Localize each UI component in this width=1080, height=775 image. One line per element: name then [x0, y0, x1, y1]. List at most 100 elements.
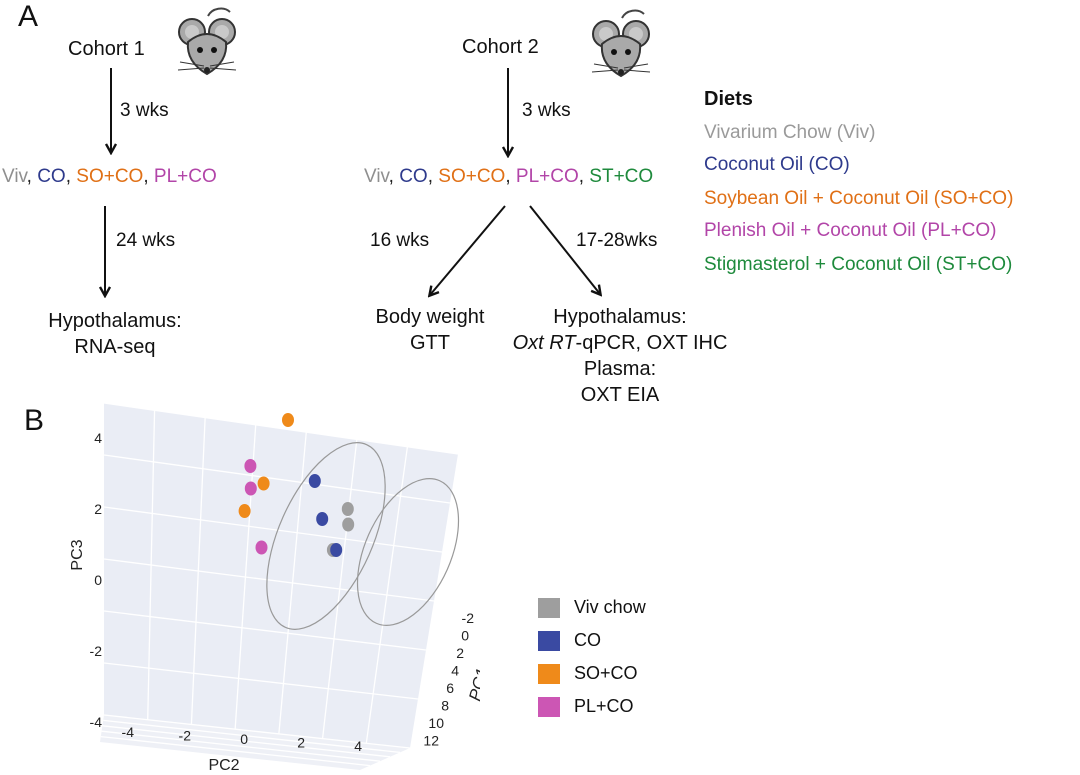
- cohort2-diet-list: Viv, CO, SO+CO, PL+CO, ST+CO: [364, 166, 653, 188]
- cohort2-diet-token: ,: [578, 166, 590, 187]
- cohort1-diet-token: Viv: [2, 166, 27, 187]
- pc1-tick-label: 6: [446, 680, 454, 696]
- cohort2-title: Cohort 2: [462, 36, 539, 58]
- panel-a-letter: A: [18, 0, 39, 33]
- grid-line: [100, 735, 371, 767]
- cohort1-diet-token: ,: [26, 166, 38, 187]
- cohort2-diet-token: ST+CO: [589, 166, 654, 187]
- cohort2-right-outcome-line1: Hypothalamus:: [553, 306, 687, 328]
- cohort1-outcome-line2: RNA-seq: [74, 336, 156, 358]
- cohort1-duration-24wks: 24 wks: [116, 230, 176, 251]
- legend-label: PL+CO: [574, 696, 634, 716]
- pc2-tick-label: 4: [354, 738, 362, 754]
- cohort2-duration-3wks: 3 wks: [522, 100, 571, 121]
- point-so-co: [282, 413, 294, 427]
- point-pl-co: [244, 459, 257, 473]
- pc2-tick-label: -2: [179, 728, 192, 744]
- cohort2-right-outcome-line2: Oxt RT-qPCR, OXT IHC: [500, 332, 740, 355]
- grid-line: [103, 662, 419, 700]
- grid-line: [103, 558, 435, 602]
- pc1-tick-label: 8: [441, 698, 449, 714]
- legend-entry: CO: [538, 630, 601, 651]
- grid-line: [103, 402, 459, 455]
- diet-legend-item: Stigmasterol + Coconut Oil (ST+CO): [704, 254, 1013, 275]
- cohort2-left-outcome-line2: GTT: [410, 332, 450, 354]
- legend-label: SO+CO: [574, 663, 638, 683]
- grid-lines: [100, 402, 459, 767]
- legend-swatch: [538, 663, 560, 684]
- point-pl-co: [255, 540, 268, 555]
- pc3-ticks: 420-2-4: [90, 430, 103, 730]
- pc3-tick-label: -2: [90, 643, 103, 659]
- point-so-co: [238, 504, 251, 518]
- grid-line: [147, 410, 156, 720]
- cohort2-right-outcome-line3: Plasma:: [583, 358, 657, 380]
- point-co: [308, 474, 321, 488]
- pc1-tick-label: 4: [451, 663, 459, 679]
- diet-legend-item: Coconut Oil (CO): [704, 154, 850, 175]
- point-co: [316, 512, 329, 526]
- pc2-tick-label: 0: [240, 731, 248, 747]
- grid-line: [234, 424, 257, 730]
- pc1-tick-label: 2: [456, 645, 464, 661]
- pc1-tick-label: 12: [423, 733, 439, 749]
- oxt-rt-italic: Oxt RT: [512, 332, 576, 354]
- cohort2-duration-17-28wks: 17-28wks: [576, 230, 658, 251]
- legend-entry: PL+CO: [538, 696, 634, 717]
- legend-swatch: [538, 696, 560, 717]
- pc1-ticks: -2 02 46 810 12: [423, 610, 474, 749]
- pc1-tick-label: 0: [461, 628, 469, 644]
- cohort1-diet-list: Viv, CO, SO+CO, PL+CO: [2, 166, 217, 188]
- point-co: [330, 543, 343, 557]
- pc3-tick-label: 4: [94, 430, 102, 446]
- cohort1-duration-3wks: 3 wks: [120, 100, 169, 121]
- grid-line: [103, 714, 411, 749]
- cohort2-diet-token: Viv: [364, 166, 389, 187]
- point-so-co: [257, 476, 270, 491]
- arrow-cohort2-17-28wks: [529, 205, 600, 294]
- cohort2-diet-token: ,: [388, 166, 400, 187]
- cohort2-left-outcome-line1: Body weight: [375, 306, 485, 328]
- cluster-ellipse-right: [356, 478, 460, 626]
- back-wall: [104, 403, 458, 748]
- legend-label: CO: [574, 630, 601, 650]
- cohort2-duration-16wks: 16 wks: [370, 230, 430, 251]
- diet-legend-item: Soybean Oil + Coconut Oil (SO+CO): [704, 188, 1014, 209]
- pc1-axis-label: PC1: [465, 666, 480, 703]
- legend-swatch: [538, 597, 560, 618]
- cluster-ellipse-left: [266, 442, 386, 630]
- grid-line: [103, 506, 443, 553]
- cohort2-diet-token: ,: [427, 166, 439, 187]
- cohort2-diet-token: SO+CO: [438, 166, 506, 187]
- diets-legend-title: Diets: [704, 88, 753, 110]
- pc1-tick-label: -2: [462, 610, 475, 626]
- grid-line: [101, 730, 381, 762]
- point-pl-co: [244, 481, 257, 496]
- cohort2-diet-token: CO: [399, 166, 428, 187]
- cohort1-outcome-line1: Hypothalamus:: [48, 310, 182, 332]
- diet-legend-item: Vivarium Chow (Viv): [704, 122, 876, 143]
- cohort1-diet-token: ,: [65, 166, 77, 187]
- point-viv-chow: [342, 517, 355, 532]
- arrow-cohort2-16wks: [430, 205, 506, 295]
- pc3-axis-label: PC3: [69, 539, 86, 570]
- flow-arrows: [0, 68, 1080, 380]
- cohort1-title: Cohort 1: [68, 38, 145, 60]
- qpcr-ihc-text: -qPCR, OXT IHC: [575, 332, 728, 354]
- cohort1-diet-token: SO+CO: [76, 166, 144, 187]
- pc1-tick-label: 10: [428, 715, 444, 731]
- grid-line: [103, 719, 401, 754]
- pc3-tick-label: 0: [94, 572, 102, 588]
- legend-entry: SO+CO: [538, 663, 638, 684]
- grid-line: [190, 417, 206, 725]
- cohort2-diet-token: ,: [505, 166, 516, 187]
- cohort1-diet-token: CO: [37, 166, 66, 187]
- grid-line: [103, 454, 451, 504]
- diet-legend-item: Plenish Oil + Coconut Oil (PL+CO): [704, 220, 997, 241]
- grid-line: [365, 446, 409, 744]
- pc3-tick-label: 2: [94, 501, 102, 517]
- grid-line: [321, 439, 358, 739]
- panel-b-letter: B: [24, 404, 45, 437]
